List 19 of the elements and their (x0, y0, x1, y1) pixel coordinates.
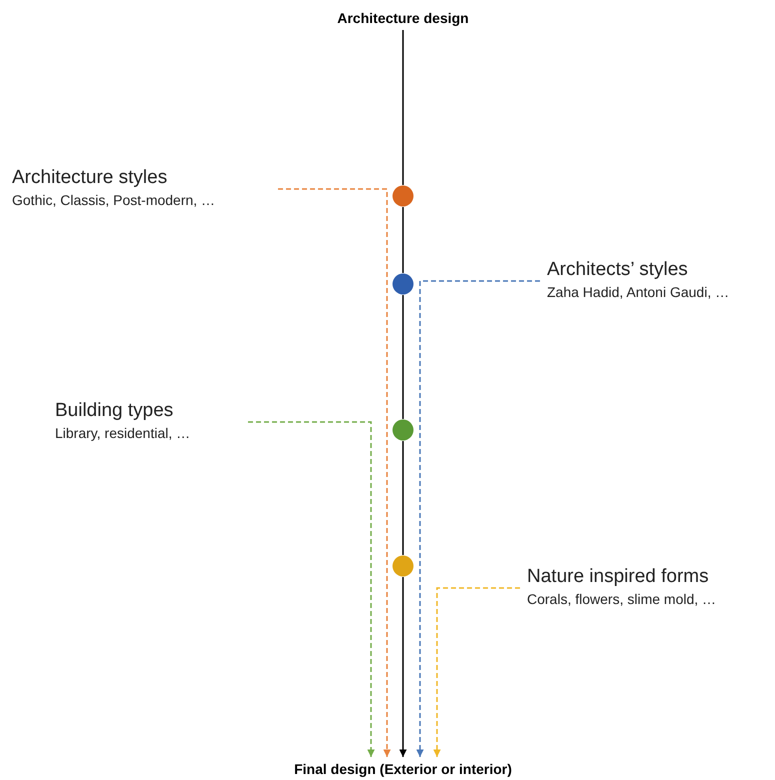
line (402, 207, 404, 273)
category-heading: Building types (55, 399, 174, 423)
arrow (399, 577, 407, 757)
category-heading: Architects’ styles (547, 258, 689, 282)
flow-endpoint-label: Architecture design (336, 9, 470, 28)
line (402, 30, 404, 185)
dashed-arrow (248, 421, 375, 757)
examples-text: Gothic, Classis, Post-modern, … (12, 191, 216, 210)
line (402, 295, 404, 419)
examples-text: Zaha Hadid, Antoni Gaudi, … (547, 283, 730, 302)
category-heading: Nature inspired forms (527, 565, 710, 589)
line (402, 441, 404, 555)
dashed-arrow (433, 587, 520, 757)
dashed-arrow (278, 188, 391, 757)
category-heading: Architecture styles (12, 166, 168, 190)
examples-text: Corals, flowers, slime mold, … (527, 590, 718, 609)
dashed-arrow (416, 280, 540, 757)
flow-endpoint-label: Final design (Exterior or interior) (293, 760, 513, 779)
examples-text: Library, residential, … (55, 424, 192, 443)
